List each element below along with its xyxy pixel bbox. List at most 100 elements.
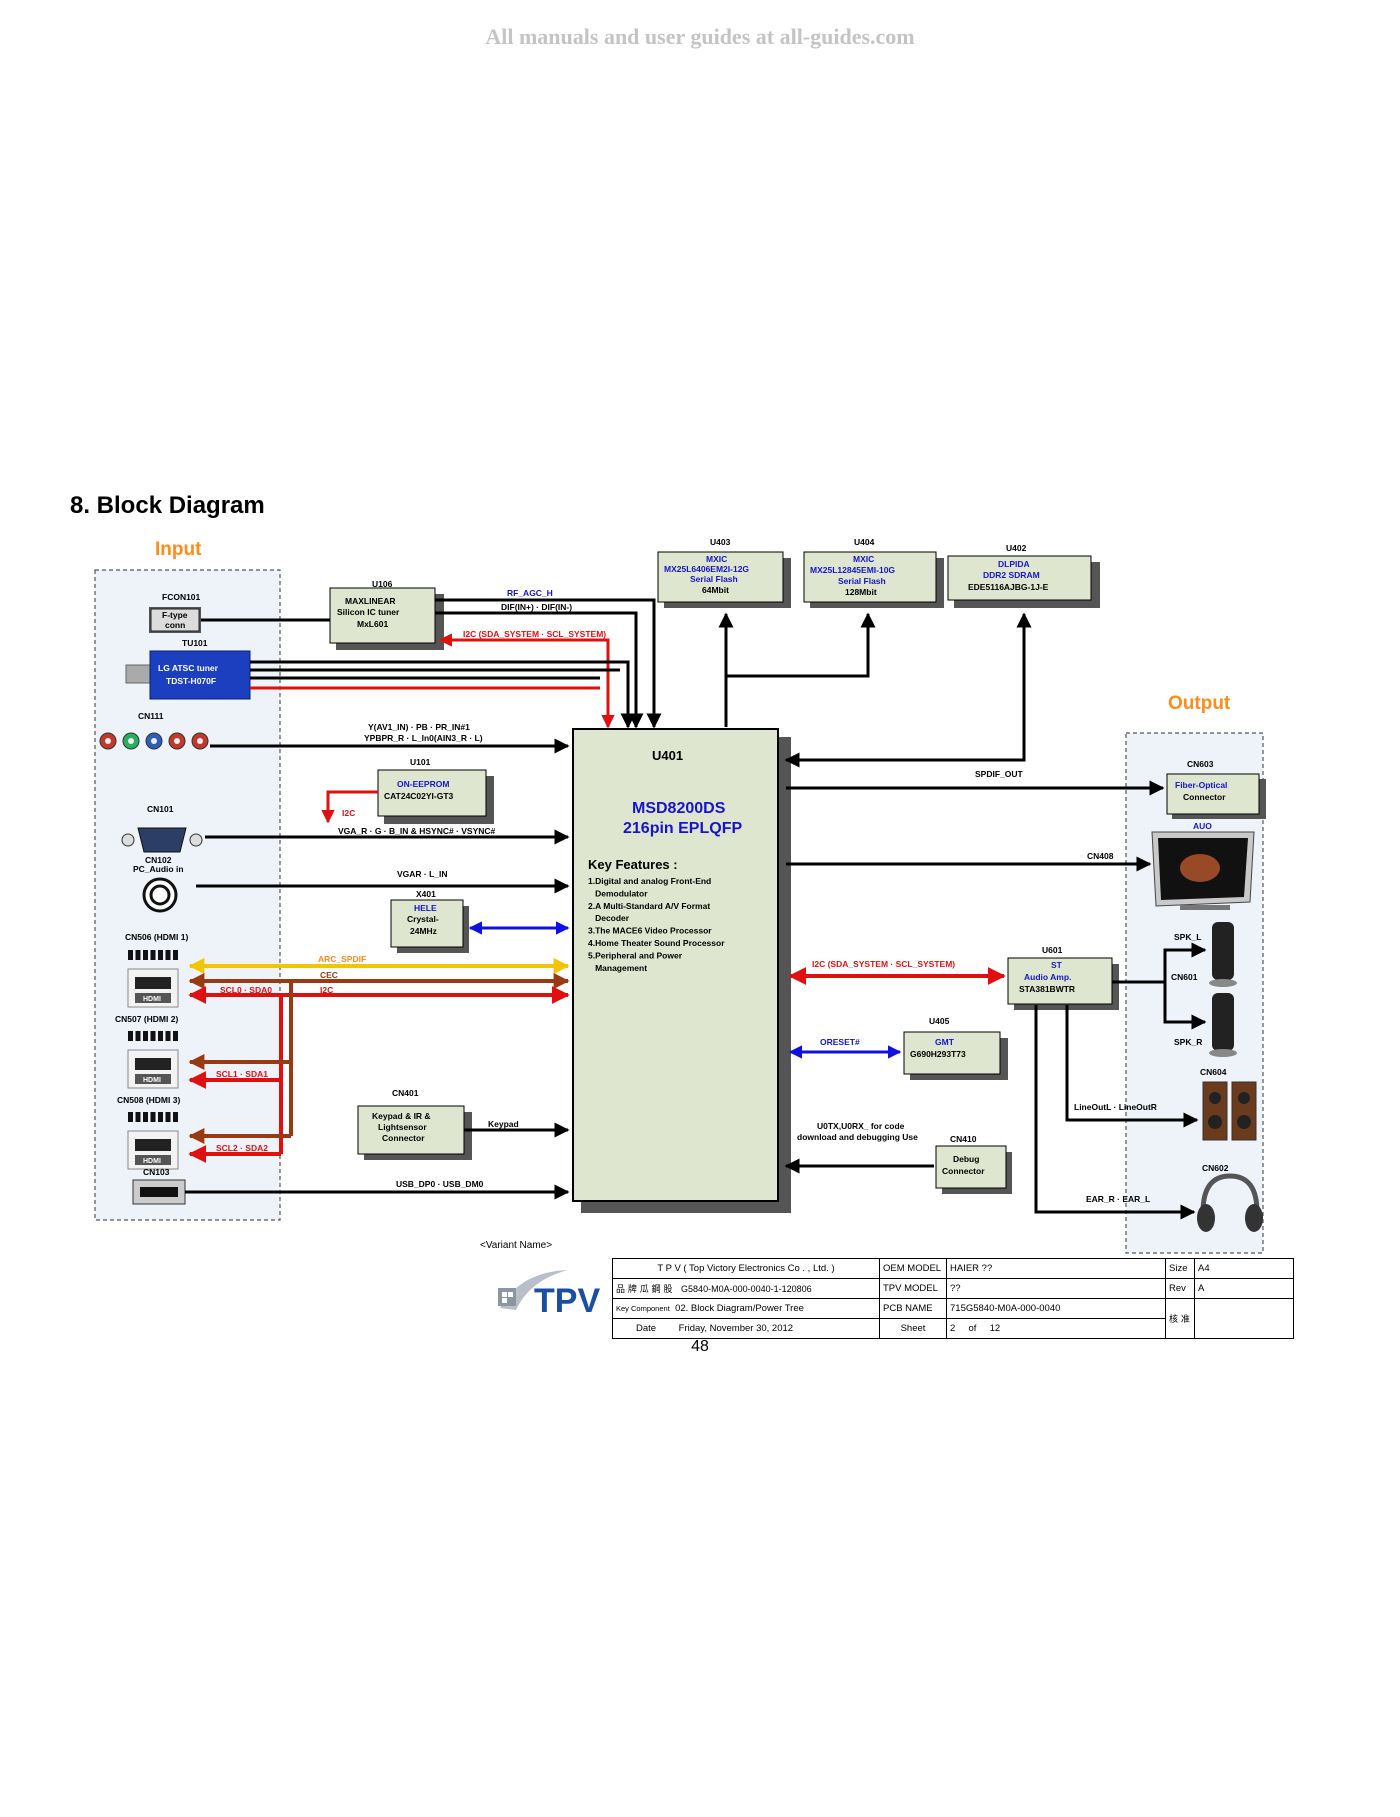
u403-ref: U403 bbox=[710, 537, 731, 547]
u404-l1: MXIC bbox=[853, 554, 874, 564]
cn101-vga-connector: CN101 bbox=[121, 804, 203, 853]
u404-l3: Serial Flash bbox=[838, 576, 886, 586]
tb-sheet-row: 2 of 12 bbox=[946, 1318, 1166, 1339]
hdmi-pin-mark bbox=[143, 950, 148, 960]
hdmi-pin-mark bbox=[135, 1112, 141, 1122]
tpv-logo: TPV bbox=[498, 1270, 600, 1320]
cn506-hdmi-label: HDMI bbox=[143, 996, 161, 1003]
tb-oem-label: OEM MODEL bbox=[879, 1258, 947, 1279]
u101-l1: ON-EEPROM bbox=[397, 779, 449, 789]
cn102-l1: PC_Audio in bbox=[133, 864, 184, 874]
u101-eeprom: U101 ON-EEPROM CAT24C02YI-GT3 bbox=[377, 757, 494, 824]
cn101-ref: CN101 bbox=[147, 804, 174, 814]
tb-cjk1: 品 牌 瓜 鋼 股 bbox=[616, 1285, 673, 1295]
tb-keycomp-label: Key Component bbox=[616, 1304, 670, 1313]
u402-ddr2-sdram: U402 DLPIDA DDR2 SDRAM EDE5116AJBG-1J-E bbox=[947, 543, 1100, 608]
u402-ref: U402 bbox=[1006, 543, 1027, 553]
x401-crystal: X401 HELE Crystal- 24MHz bbox=[390, 889, 469, 953]
sig-scl2: SCL2 · SDA2 bbox=[216, 1143, 268, 1153]
u601-ref: U601 bbox=[1042, 945, 1063, 955]
tb-company: T P V ( Top Victory Electronics Co . , L… bbox=[612, 1258, 880, 1279]
hdmi-pin-mark bbox=[135, 950, 141, 960]
u401-feature-line: 4.Home Theater Sound Processor bbox=[588, 938, 725, 948]
cn603-l1: Fiber-Optical bbox=[1175, 780, 1227, 790]
x401-l2: Crystal- bbox=[407, 914, 439, 924]
cn603-ref: CN603 bbox=[1187, 759, 1214, 769]
tb-rev-value: A bbox=[1194, 1278, 1294, 1299]
hdmi-pin-mark bbox=[150, 1112, 156, 1122]
u405-l1: GMT bbox=[935, 1037, 955, 1047]
sig-vga: VGA_R · G · B_IN & HSYNC# · VSYNC# bbox=[338, 826, 496, 836]
u403-l1: MXIC bbox=[706, 554, 727, 564]
sig-spdif-out: SPDIF_OUT bbox=[975, 769, 1024, 779]
cn102-pc-audio-jack: CN102 PC_Audio in bbox=[133, 855, 184, 913]
sig-i2c-amp: I2C (SDA_SYSTEM · SCL_SYSTEM) bbox=[812, 959, 955, 969]
u601-l3: STA381BWTR bbox=[1019, 984, 1075, 994]
sig-uart-1: U0TX,U0RX_ for code bbox=[817, 1121, 905, 1131]
cn401-l2: Lightsensor bbox=[378, 1122, 427, 1132]
hdmi-pin-mark bbox=[135, 1031, 141, 1041]
cn401-l3: Connector bbox=[382, 1133, 425, 1143]
tb-of-label: of bbox=[968, 1323, 977, 1334]
tb-rev-label: Rev bbox=[1165, 1278, 1195, 1299]
sig-scl0: SCL0 · SDA0 bbox=[220, 985, 272, 995]
hdmi-pin-mark bbox=[158, 1112, 163, 1122]
fcon101-ref: FCON101 bbox=[162, 592, 201, 602]
u404-ref: U404 bbox=[854, 537, 875, 547]
cn506-hdmi1: CN506 (HDMI 1) HDMI bbox=[125, 932, 188, 1008]
sig-cn408: CN408 bbox=[1087, 851, 1114, 861]
section-title: 8. Block Diagram bbox=[70, 492, 265, 519]
u106-silicon-tuner: U106 MAXLINEAR Silicon IC tuner MxL601 bbox=[329, 579, 444, 650]
sig-scl1: SCL1 · SDA1 bbox=[216, 1069, 268, 1079]
tb-date-label: Date bbox=[635, 1323, 657, 1334]
cn103-ref: CN103 bbox=[143, 1167, 170, 1177]
sig-keypad: Keypad bbox=[488, 1119, 519, 1129]
tb-tpv-model-value: ?? bbox=[946, 1278, 1166, 1299]
u401-feature-line: 1.Digital and analog Front-End bbox=[588, 876, 711, 886]
cn410-ref: CN410 bbox=[950, 1134, 977, 1144]
tu101-atsc-tuner: TU101 LG ATSC tuner TDST-H070F bbox=[125, 638, 251, 700]
u404-l4: 128Mbit bbox=[845, 587, 877, 597]
x401-l3: 24MHz bbox=[410, 926, 437, 936]
speaker-left: SPK_L bbox=[1174, 922, 1237, 987]
tb-cjk2: 核 准 bbox=[1165, 1298, 1195, 1339]
u401-main-soc: U401 MSD8200DS 216pin EPLQFP Key Feature… bbox=[572, 728, 791, 1213]
hdmi-pin-mark bbox=[143, 1112, 148, 1122]
u403-l2: MX25L6406EM2I-12G bbox=[664, 564, 749, 574]
u601-l1: ST bbox=[1051, 960, 1063, 970]
u401-features-title: Key Features : bbox=[588, 857, 678, 872]
sig-rf-agc: RF_AGC_H bbox=[507, 588, 553, 598]
u601-l2: Audio Amp. bbox=[1024, 972, 1071, 982]
u106-ref: U106 bbox=[372, 579, 393, 589]
auo-label: AUO bbox=[1193, 821, 1212, 831]
hdmi-pin-mark bbox=[158, 950, 163, 960]
u106-l3: MxL601 bbox=[357, 619, 388, 629]
cn410-l2: Connector bbox=[942, 1166, 985, 1176]
x401-ref: X401 bbox=[416, 889, 436, 899]
u106-l2: Silicon IC tuner bbox=[337, 607, 400, 617]
tu101-ref: TU101 bbox=[182, 638, 208, 648]
sig-oreset: ORESET# bbox=[820, 1037, 860, 1047]
sig-dif: DIF(IN+) · DIF(IN-) bbox=[501, 602, 572, 612]
u401-package: 216pin EPLQFP bbox=[623, 820, 742, 837]
u405-reset-ic: U405 GMT G690H293T73 bbox=[903, 1016, 1008, 1080]
u405-ref: U405 bbox=[929, 1016, 950, 1026]
tb-pcb-value: 715G5840-M0A-000-0040 bbox=[946, 1298, 1166, 1319]
sig-lineout: LineOutL · LineOutR bbox=[1074, 1102, 1157, 1112]
cn603-l2: Connector bbox=[1183, 792, 1226, 802]
u403-serial-flash-64m: U403 MXIC MX25L6406EM2I-12G Serial Flash… bbox=[657, 537, 791, 608]
hdmi-pin-mark bbox=[128, 1112, 133, 1122]
cn602-label: CN602 bbox=[1202, 1163, 1229, 1173]
title-block: T P V ( Top Victory Electronics Co . , L… bbox=[612, 1258, 1294, 1339]
tu101-l1: LG ATSC tuner bbox=[158, 663, 219, 673]
cn401-ref: CN401 bbox=[392, 1088, 419, 1098]
page-number: 48 bbox=[691, 1338, 709, 1355]
sig-eeprom-i2c: I2C bbox=[342, 808, 355, 818]
cn601-label: CN601 bbox=[1171, 972, 1198, 982]
u106-l1: MAXLINEAR bbox=[345, 596, 396, 606]
hdmi-pin-mark bbox=[173, 950, 178, 960]
u401-feature-line: Management bbox=[588, 963, 647, 973]
u401-chip: MSD8200DS bbox=[632, 800, 726, 817]
u401-ref: U401 bbox=[652, 748, 683, 763]
cn401-l1: Keypad & IR & bbox=[372, 1111, 431, 1121]
